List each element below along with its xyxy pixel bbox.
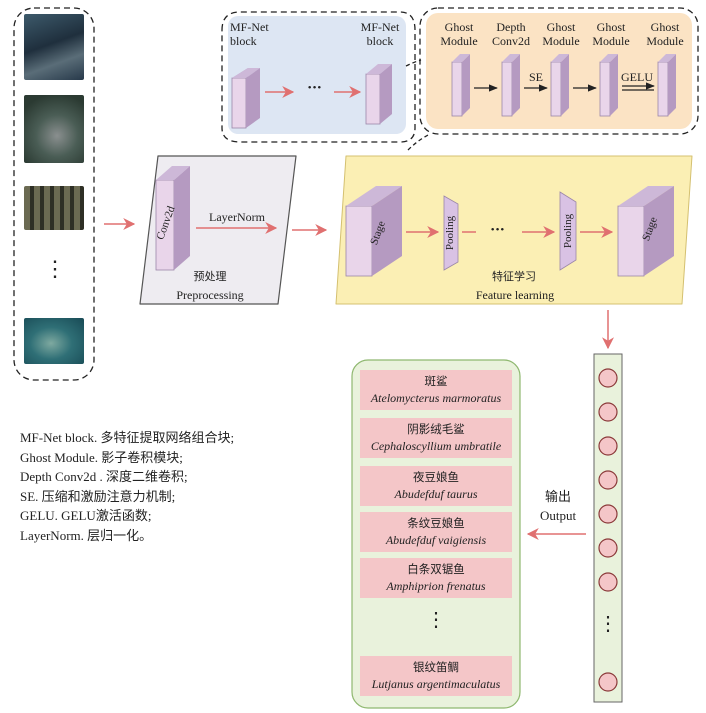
output-node xyxy=(598,402,618,422)
legend-item: Depth Conv2d . 深度二维卷积; xyxy=(20,469,188,484)
module-label-2: Depth Conv2d xyxy=(491,20,530,48)
species-latin: Atelomycterus marmoratus xyxy=(370,391,502,405)
input-images-frame xyxy=(13,7,95,381)
module-label-5: Ghost Module xyxy=(646,20,684,48)
module-layers xyxy=(451,54,676,117)
feature-learning-title-en: Feature learning xyxy=(475,288,555,302)
species-latin: Amphiprion frenatus xyxy=(386,579,486,593)
legend-item: Ghost Module. 影子卷积模块; xyxy=(20,449,183,465)
output-nodes-ellipsis: ⋮ xyxy=(598,613,618,635)
output-nodes xyxy=(598,368,618,692)
species-item: 夜豆娘鱼 Abudefduf taurus xyxy=(360,466,512,506)
stage-block-last xyxy=(617,186,674,277)
species-latin: Abudefduf taurus xyxy=(394,487,478,501)
species-cn: 银纹笛鲷 xyxy=(413,660,459,674)
species-ellipsis: ⋮ xyxy=(426,609,446,631)
module-dashed-frame xyxy=(419,7,699,135)
module-label-4: Ghost Module xyxy=(592,20,630,48)
input-image-fish-4 xyxy=(24,318,84,364)
mfnet-block-last-label: MF-Net block xyxy=(360,20,400,48)
feature-learning-panel xyxy=(335,155,693,305)
stage-block-first xyxy=(345,186,402,277)
mfnet-block-first-label: MF-Net block xyxy=(230,20,269,48)
output-node xyxy=(598,572,618,592)
mfnet-ellipsis: ••• xyxy=(307,82,323,94)
layernorm-label: LayerNorm xyxy=(209,210,265,224)
legend-item: GELU. GELU激活函数; xyxy=(20,508,152,523)
species-item: 条纹豆娘鱼 Abudefduf vaigiensis xyxy=(360,512,512,552)
input-image-fish-2 xyxy=(24,95,84,163)
output-node xyxy=(598,538,618,558)
legend: MF-Net block. 多特征提取网络组合块; Ghost Module. … xyxy=(20,428,234,545)
legend-item: SE. 压缩和激励注意力机制; xyxy=(20,488,176,504)
gelu-arrow-label: GELU xyxy=(621,70,653,84)
output-node xyxy=(598,436,618,456)
species-cn: 条纹豆娘鱼 xyxy=(407,516,465,530)
species-item: 斑鲨 Atelomycterus marmoratus xyxy=(360,370,512,410)
output-label-cn: 输出 xyxy=(544,490,571,505)
connector-dash-bottom xyxy=(407,133,431,151)
output-node xyxy=(598,504,618,524)
legend-item: MF-Net block. 多特征提取网络组合块; xyxy=(20,430,235,445)
species-item: 阴影绒毛鲨 Cephaloscyllium umbratile xyxy=(360,418,512,458)
legend-item: LayerNorm. 层归一化。 xyxy=(20,527,153,543)
se-arrow-label: SE xyxy=(528,70,543,84)
input-image-fish-1 xyxy=(24,14,84,80)
pooling-last xyxy=(559,191,577,271)
species-latin: Cephaloscyllium umbratile xyxy=(370,439,502,453)
mfnet-dashed-frame xyxy=(221,11,416,143)
preprocessing-title-cn: 预处理 xyxy=(193,270,227,283)
input-image-fish-3 xyxy=(24,186,84,230)
input-images-ellipsis: ⋮ xyxy=(44,256,66,281)
output-label-en: Output xyxy=(539,508,577,523)
conv2d-layer xyxy=(155,166,190,271)
module-label-1: Ghost Module xyxy=(440,20,478,48)
species-cn: 斑鲨 xyxy=(424,374,448,388)
output-node xyxy=(598,368,618,388)
pooling-first xyxy=(443,195,459,271)
species-item: 白条双锯鱼 Amphiprion frenatus xyxy=(360,558,512,598)
pooling-label-first: Pooling xyxy=(444,215,456,251)
module-label-3: Ghost Module xyxy=(542,20,580,48)
species-cn: 白条双锯鱼 xyxy=(407,562,465,576)
preprocessing-title-en: Preprocessing xyxy=(176,288,244,302)
pooling-label-last: Pooling xyxy=(562,213,574,249)
output-node xyxy=(598,470,618,490)
species-cn: 阴影绒毛鲨 xyxy=(407,422,465,436)
output-node xyxy=(598,672,618,692)
mfnet-block-panel xyxy=(228,16,406,134)
mfnet-layer-first xyxy=(231,68,260,129)
species-latin: Lutjanus argentimaculatus xyxy=(371,677,501,691)
feature-learning-title-cn: 特征学习 xyxy=(492,270,536,283)
species-item: 银纹笛鲷 Lutjanus argentimaculatus xyxy=(360,656,512,696)
connector-dash-top xyxy=(405,59,422,67)
mfnet-layer-last xyxy=(365,64,392,125)
species-latin: Abudefduf vaigiensis xyxy=(385,533,487,547)
species-cn: 夜豆娘鱼 xyxy=(413,470,459,484)
feature-ellipsis: ••• xyxy=(490,224,506,236)
